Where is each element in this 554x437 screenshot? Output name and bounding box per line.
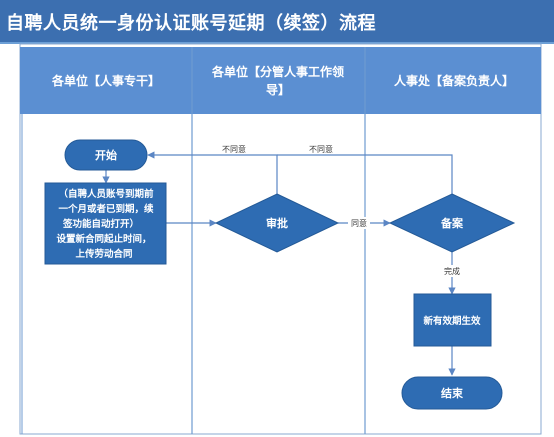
record-node-label: 备案: [440, 216, 464, 230]
lane-header-unit-hr: 各单位【人事专干】: [51, 73, 160, 88]
task-node-line-5: 上传劳动合同: [75, 248, 132, 260]
lane-header-hr-office: 人事处【备案负责人】: [394, 73, 514, 88]
approve-decision-node: [214, 193, 340, 253]
edge-label-disagree-1: 不同意: [222, 144, 246, 154]
effective-node: [413, 293, 492, 347]
end-node: [401, 376, 503, 410]
edge-label-disagree-2: 不同意: [309, 144, 333, 154]
task-node-line-1: （自聘人员账号到期前: [58, 188, 154, 200]
approve-node-label: 审批: [266, 216, 288, 230]
record-decision-node: [388, 193, 516, 253]
task-node: [44, 182, 167, 265]
edge-record-disagree: [277, 154, 453, 194]
effective-node-label: 新有效期生效: [423, 315, 481, 327]
task-node-line-4: 设置新合同起止时间，: [56, 233, 151, 245]
edge-label-agree-bg: [348, 217, 370, 229]
swimlane-frame: [19, 43, 542, 435]
task-node-line-2: 一个月或者已到期，续: [58, 203, 154, 215]
task-node-line-3: 签功能自动打开）: [62, 218, 139, 230]
title-bar: 自聘人员统一身份认证账号延期（续签）流程: [0, 0, 554, 44]
end-node-label: 结束: [440, 386, 464, 400]
edge-label-complete-bg: [441, 265, 463, 277]
lane-header-unit-leader-line2: 导】: [266, 82, 290, 97]
edge-approve-disagree: [147, 151, 278, 194]
page-title: 自聘人员统一身份认证账号延期（续签）流程: [6, 13, 376, 34]
start-node-label: 开始: [95, 148, 117, 162]
lane-header-unit-leader: 各单位【分管人事工作领: [211, 64, 344, 79]
start-node: [64, 139, 148, 171]
swimlane-header-band: [20, 47, 541, 114]
edge-label-agree: 同意: [351, 218, 367, 228]
edge-label-complete: 完成: [444, 266, 460, 276]
